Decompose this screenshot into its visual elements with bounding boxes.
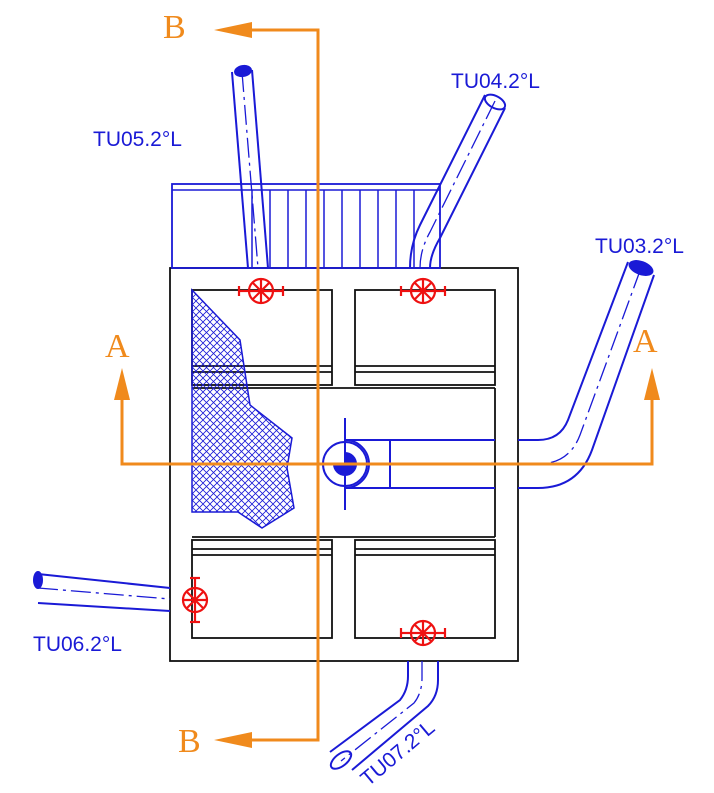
hatched-fill-area: [191, 288, 295, 529]
valve-bottom-right: [399, 619, 447, 647]
pipe-tu06: [33, 571, 171, 612]
section-line-b: [214, 22, 320, 748]
pipe-tu05: [231, 64, 269, 269]
valve-left: [181, 576, 209, 624]
chamber-body: [169, 267, 519, 662]
pipe-tu04: [409, 93, 507, 269]
pipe-tu07: [329, 661, 439, 771]
label-tu07: TU07.2°L: [356, 716, 439, 791]
section-mark-b-top: B: [163, 9, 186, 46]
section-line-a: [114, 368, 660, 466]
valve-top-left: [237, 277, 285, 305]
valve-top-right: [399, 277, 447, 305]
label-tu03: TU03.2°L: [595, 235, 684, 258]
section-mark-a-left: A: [105, 328, 130, 365]
section-mark-b-bottom: B: [178, 723, 201, 760]
label-tu04: TU04.2°L: [451, 70, 540, 93]
top-grating: [171, 183, 441, 269]
label-tu06: TU06.2°L: [33, 633, 122, 656]
pipe-tu03: [518, 260, 655, 489]
label-tu05: TU05.2°L: [93, 128, 182, 151]
section-mark-a-right: A: [633, 323, 658, 360]
